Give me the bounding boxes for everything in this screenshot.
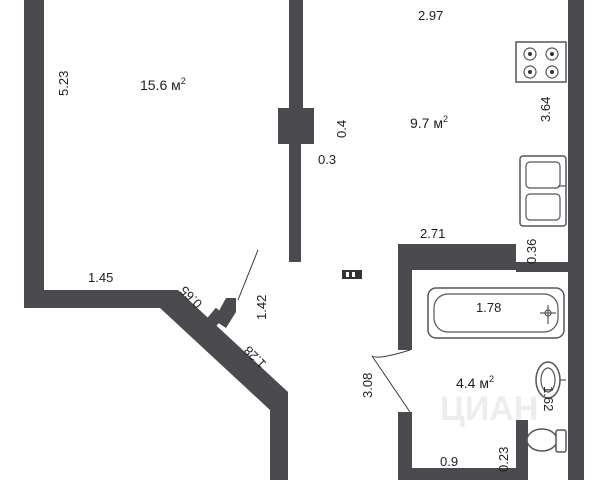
kitchen-area: 9.7 м2 (410, 114, 448, 131)
toilet-icon (526, 428, 567, 453)
walls (24, 0, 584, 480)
door-living (237, 249, 259, 301)
washbasin-icon (535, 361, 566, 399)
bathtub-icon (427, 287, 565, 339)
wall-bath-left-lower (398, 412, 412, 480)
dim-bath-height: 3.08 (360, 373, 375, 398)
wall-partition-lower (289, 144, 301, 262)
wall-left (24, 0, 44, 308)
wall-right (568, 0, 584, 480)
dim-top-kitchen-width: 2.97 (418, 8, 443, 23)
dim-bathtub-length: 1.78 (476, 300, 501, 315)
wall-bath-left (398, 244, 412, 350)
dim-wall-offset: 0.36 (524, 239, 539, 264)
column (278, 108, 314, 144)
wall-kitchen-bath (398, 244, 516, 270)
dim-kitchen-bottom: 2.71 (420, 226, 445, 241)
wall-bath-inner (516, 420, 528, 480)
doors (237, 249, 411, 413)
dim-washbasin: 1.62 (541, 386, 556, 411)
meter-icon (342, 270, 362, 279)
dim-column-width: 0.3 (318, 152, 336, 167)
door-bathroom (371, 349, 411, 413)
wall-top-right (568, 0, 584, 10)
dim-column-depth: 0.4 (334, 120, 349, 138)
dim-door-width: 1.42 (254, 295, 269, 320)
bathroom-area: 4.4 м2 (456, 374, 494, 391)
dim-kitchen-height: 3.64 (538, 97, 553, 122)
wall-partition (289, 0, 303, 108)
wall-stub-2 (206, 307, 226, 327)
dim-toilet-gap: 0.23 (496, 447, 511, 472)
wall-diagonal (160, 290, 288, 410)
wall-lower-left (270, 392, 288, 480)
wall-bath-bottom (398, 468, 518, 480)
sink-icon (519, 155, 567, 227)
wall-kitchen-bath-right (516, 262, 584, 272)
wall-bottom-left (24, 290, 170, 308)
stove-icon (515, 41, 567, 83)
dim-living-bottom: 1.45 (88, 270, 113, 285)
dim-living-height: 5.23 (56, 71, 71, 96)
dim-bath-door: 0.9 (440, 454, 458, 469)
living-room-area: 15.6 м2 (140, 76, 186, 93)
